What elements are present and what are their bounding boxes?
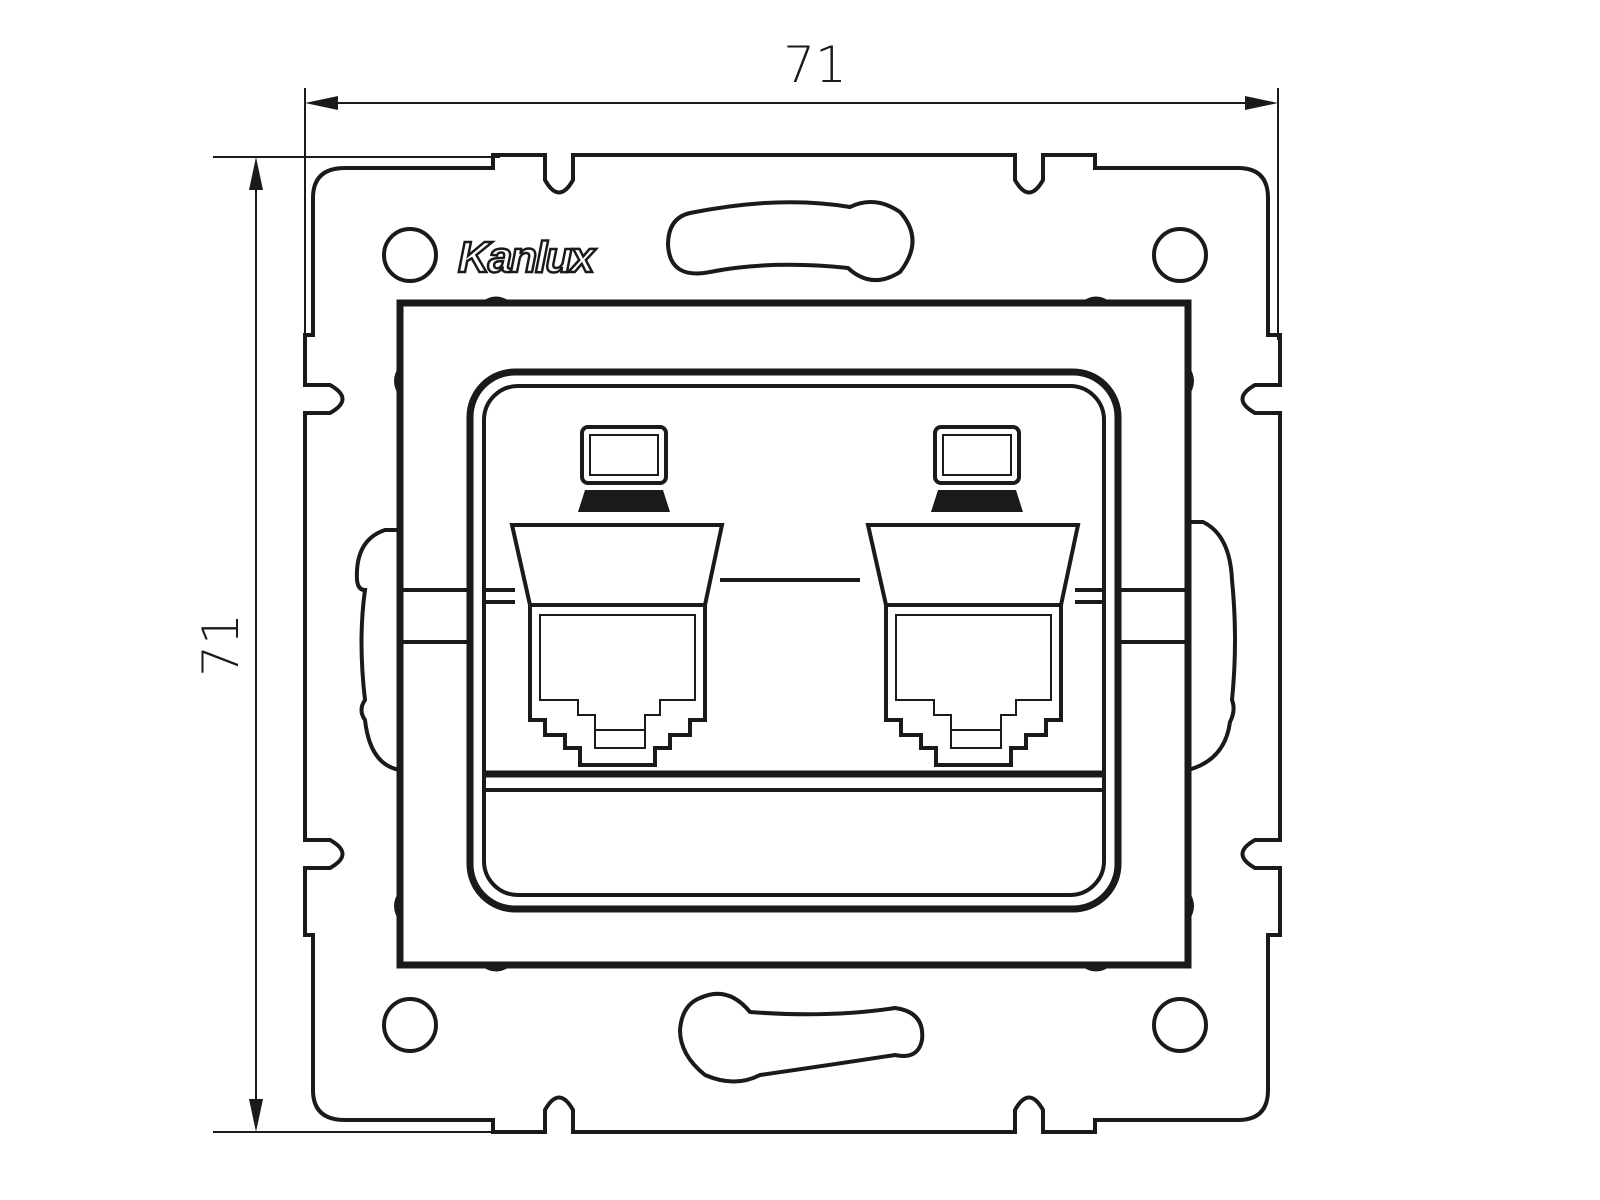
rail-lower bbox=[484, 770, 1104, 792]
screw-hole-top-right bbox=[1152, 227, 1208, 283]
plate-tab-left-bottom bbox=[394, 890, 400, 922]
plate-tab-bottom-left bbox=[480, 965, 512, 972]
rj45-socket bbox=[528, 603, 707, 767]
arrow-up-icon bbox=[249, 157, 263, 190]
arrow-right-icon bbox=[1245, 96, 1278, 110]
port-left bbox=[509, 425, 725, 767]
computer-icon bbox=[578, 425, 670, 512]
mounting-slot-bottom bbox=[677, 991, 925, 1084]
rail-upper bbox=[400, 578, 1188, 644]
plate-tab-left-top bbox=[394, 365, 400, 397]
plate-tab-right-bottom bbox=[1188, 890, 1194, 922]
side-clip-left bbox=[354, 528, 401, 772]
mounting-frame bbox=[303, 153, 1282, 1134]
keystone-jack bbox=[865, 523, 1081, 607]
brand-logo: Kanlux bbox=[458, 233, 596, 282]
port-right bbox=[865, 425, 1081, 767]
insert-inner bbox=[482, 384, 1106, 897]
screw-hole-bottom-left bbox=[382, 997, 438, 1053]
screw-hole-top-left bbox=[382, 227, 438, 283]
height-dimension: 71 bbox=[192, 156, 500, 1133]
arrow-left-icon bbox=[305, 96, 338, 110]
mounting-slot-top bbox=[665, 200, 915, 282]
width-dimension: 71 bbox=[304, 36, 1279, 385]
plate-tab-top-right bbox=[1080, 296, 1112, 303]
plate-tab-bottom-right bbox=[1080, 965, 1112, 972]
screw-hole-bottom-right bbox=[1152, 997, 1208, 1053]
rj45-socket bbox=[884, 603, 1063, 767]
plate-tab-right-top bbox=[1188, 365, 1194, 397]
keystone-jack bbox=[509, 523, 725, 607]
width-dimension-label: 71 bbox=[783, 36, 847, 94]
plate-tab-top-left bbox=[480, 296, 512, 303]
side-clip-right bbox=[1187, 520, 1237, 772]
height-dimension-label: 71 bbox=[192, 613, 250, 677]
arrow-down-icon bbox=[249, 1099, 263, 1132]
computer-icon bbox=[931, 425, 1023, 512]
face-plate bbox=[396, 299, 1192, 969]
